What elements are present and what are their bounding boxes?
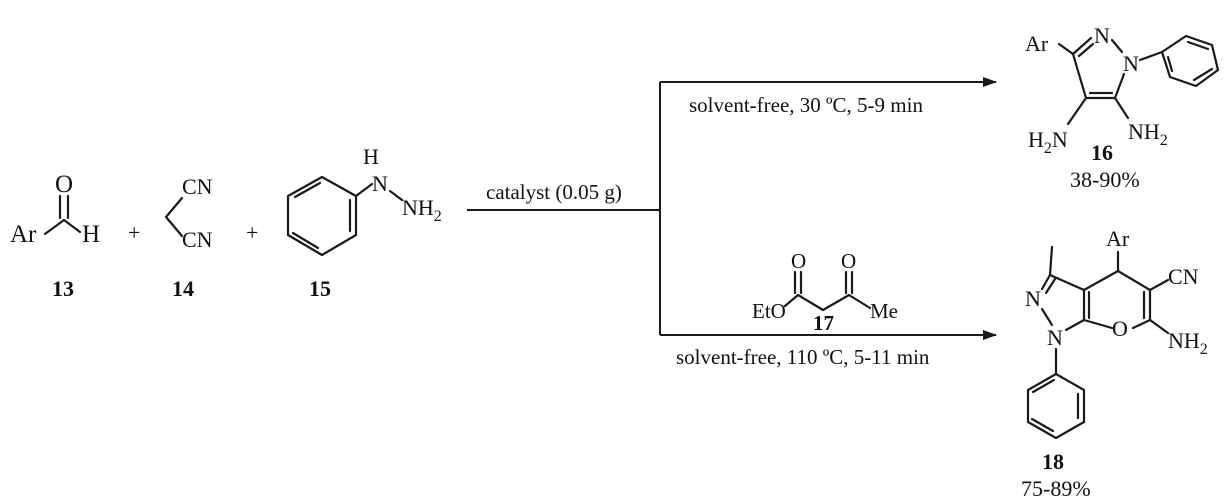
compound-number-14: 14 [172, 276, 194, 301]
product18-n1-label: N [1047, 325, 1063, 350]
product16-n2-label: N [1094, 23, 1110, 48]
plus-sign-1: + [128, 220, 140, 245]
hydrazine-n-label: N [372, 171, 388, 196]
product16-n1-label: N [1123, 51, 1139, 76]
hydrazine-nh2-label: NH2 [402, 195, 442, 225]
product18-yield: 75-89% [1021, 476, 1091, 501]
product18-nh2-label: NH2 [1168, 328, 1208, 358]
phenyl-ring-18 [1026, 372, 1086, 440]
reagent-o1-label: O [791, 249, 806, 273]
product16-yield: 38-90% [1070, 167, 1140, 192]
benzene-ring-15 [286, 175, 358, 257]
plus-sign-2: + [246, 220, 258, 245]
product-18-pyranopyrazole: N N O Ar CN NH2 18 75-89% [1021, 226, 1208, 501]
compound-number-16: 16 [1091, 140, 1113, 165]
reactant-13-aldehyde: Ar O H 13 [10, 171, 100, 301]
lower-condition-label: solvent-free, 110 ºC, 5-11 min [676, 345, 930, 369]
reactant-15-phenylhydrazine: H N NH2 15 [286, 144, 442, 301]
aldehyde-h-label: H [82, 221, 100, 248]
reagent-o2-label: O [841, 249, 856, 273]
product16-ar-label: Ar [1025, 31, 1049, 56]
reagent-eto-label: EtO [752, 299, 786, 323]
product-16-aminopyrazole: Ar N N H2N NH2 16 38-90% [1025, 23, 1220, 192]
malononitrile-cn-top: CN [182, 174, 213, 199]
reagent-me-label: Me [870, 299, 898, 323]
phenyl-ring-16 [1160, 34, 1220, 88]
product18-ar-label: Ar [1106, 226, 1130, 251]
malononitrile-cn-bottom: CN [182, 227, 213, 252]
compound-number-18: 18 [1042, 449, 1064, 474]
aldehyde-ar-label: Ar [10, 221, 37, 248]
upper-condition-label: solvent-free, 30 ºC, 5-9 min [689, 93, 923, 117]
product16-nh2-label: NH2 [1128, 119, 1168, 149]
reactant-14-malononitrile: CN CN 14 [164, 174, 213, 301]
product16-h2n-label: H2N [1028, 127, 1068, 157]
compound-number-17: 17 [813, 311, 834, 335]
product18-n2-label: N [1025, 286, 1041, 311]
product18-cn-label: CN [1168, 264, 1199, 289]
compound-number-13: 13 [52, 276, 74, 301]
catalyst-label: catalyst (0.05 g) [486, 180, 622, 204]
hydrazine-h-label: H [363, 144, 379, 169]
aldehyde-o-label: O [55, 171, 73, 198]
reagent-17-ethyl-acetoacetate: EtO O O Me 17 [752, 249, 898, 335]
product18-o-label: O [1112, 316, 1128, 341]
compound-number-15: 15 [309, 276, 331, 301]
